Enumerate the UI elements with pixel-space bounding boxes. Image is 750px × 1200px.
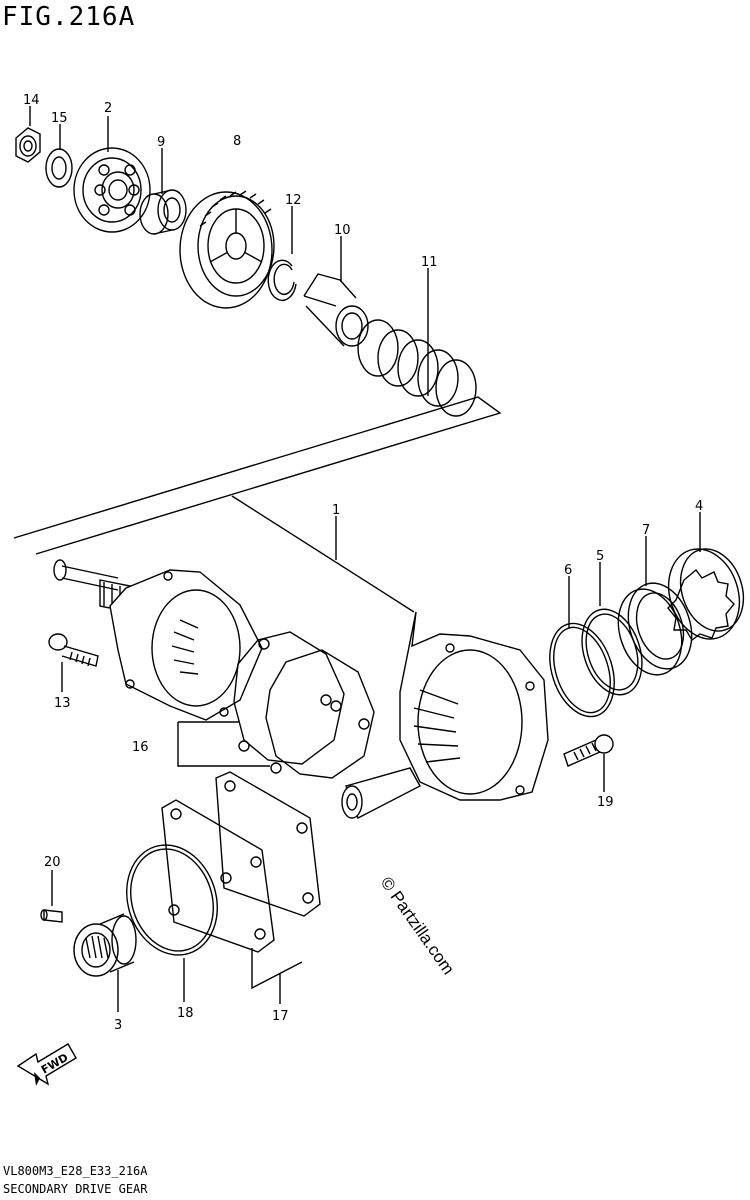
part-12-circlip-icon[interactable] [267,259,297,301]
part-18-oring-icon[interactable] [113,833,231,967]
callout-20: 20 [44,855,61,870]
callout-14: 14 [23,93,40,108]
callout-7: 7 [642,523,650,538]
part-6-oring-icon[interactable] [539,615,626,725]
part-19-bolt-icon[interactable] [563,734,614,767]
fwd-arrow-icon: FWD [16,1043,77,1086]
part-3-bearing-icon[interactable] [73,913,137,977]
part-14-nut-icon[interactable] [15,127,41,163]
part-1-leader-line [231,495,415,613]
figure-title: FIG.216A [2,2,136,32]
callout-19: 19 [597,795,614,810]
part-1-gear-case-icon[interactable] [53,559,549,819]
callout-12: 12 [285,193,302,208]
part-20-pin-icon[interactable] [40,909,63,923]
callout-9: 9 [157,135,165,150]
callout-15: 15 [51,111,68,126]
callout-16: 16 [132,740,149,755]
part-4-nut-icon[interactable] [657,540,750,649]
callout-4: 4 [695,499,703,514]
part-2-bearing-icon[interactable] [73,147,151,233]
callout-18: 18 [177,1006,194,1021]
callout-6: 6 [564,563,572,578]
leader-16-bracket [177,722,270,767]
callout-1: 1 [332,503,340,518]
leader-17-bracket [251,948,303,990]
part-17-gasket-icon[interactable] [161,771,321,953]
callout-2: 2 [104,101,112,116]
callout-3: 3 [114,1018,122,1033]
callout-11: 11 [421,255,438,270]
figure-code: VL800M3_E28_E33_216A [3,1164,148,1178]
callout-5: 5 [596,549,604,564]
part-15-washer-icon[interactable] [45,148,73,188]
part-9-spacer-icon[interactable] [139,189,187,235]
part-13-bolt-icon[interactable] [48,633,99,667]
part-8-gear-icon[interactable] [179,190,275,309]
watermark: © Partzilla.com [377,873,458,978]
callout-8: 8 [233,134,241,149]
callout-10: 10 [334,223,351,238]
group-frame-line [13,396,502,555]
part-16-gasket-icon[interactable] [233,631,375,779]
callout-17: 17 [272,1009,289,1024]
part-11-spring-icon[interactable] [357,319,477,417]
callout-13: 13 [54,696,71,711]
part-10-cam-icon[interactable] [303,273,369,347]
figure-name: SECONDARY DRIVE GEAR [3,1182,148,1196]
